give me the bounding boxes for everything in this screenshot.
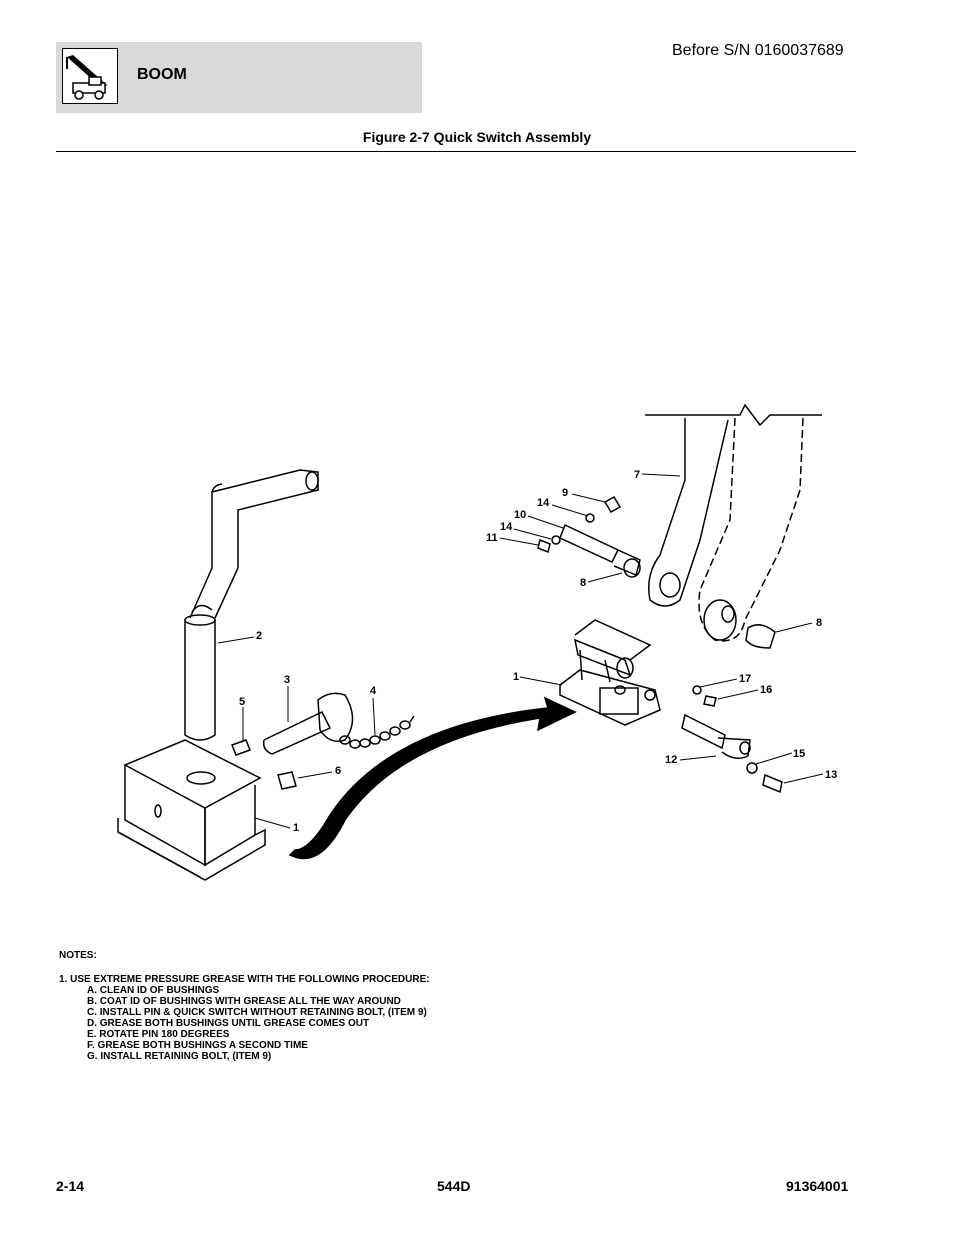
handle — [184, 469, 319, 741]
callout-9: 9 — [562, 487, 568, 499]
pin-and-chain — [231, 692, 415, 790]
note-step-b: B. COAT ID OF BUSHINGS WITH GREASE ALL T… — [87, 996, 401, 1007]
notes-block: NOTES: 1. USE EXTREME PRESSURE GREASE WI… — [59, 950, 430, 1062]
callout-12: 12 — [665, 754, 677, 766]
callout-8-right: 8 — [816, 617, 822, 629]
note-item-1: 1. USE EXTREME PRESSURE GREASE WITH THE … — [59, 974, 430, 985]
callout-2: 2 — [256, 630, 262, 642]
lower-hardware — [681, 685, 783, 794]
callout-1-left: 1 — [293, 822, 299, 834]
section-title: BOOM — [137, 66, 187, 83]
callout-3: 3 — [284, 674, 290, 686]
note-step-c: C. INSTALL PIN & QUICK SWITCH WITHOUT RE… — [87, 1007, 427, 1018]
callout-4: 4 — [370, 685, 377, 697]
callout-labels: 2 3 4 5 6 1 7 9 14 10 14 11 8 8 1 17 16 … — [239, 469, 837, 834]
serial-note: Before S/N 0160037689 — [672, 42, 844, 59]
note-step-e: E. ROTATE PIN 180 DEGREES — [87, 1029, 230, 1040]
callout-10: 10 — [514, 509, 526, 521]
boom-arms — [645, 403, 822, 642]
note-step-a: A. CLEAN ID OF BUSHINGS — [87, 985, 220, 996]
callout-5: 5 — [239, 696, 245, 708]
footer-model: 544D — [437, 1178, 471, 1194]
callout-6: 6 — [335, 765, 341, 777]
callout-1-right: 1 — [513, 671, 519, 683]
callout-13: 13 — [825, 769, 837, 781]
note-step-d: D. GREASE BOTH BUSHINGS UNTIL GREASE COM… — [87, 1018, 370, 1029]
header-rule — [56, 151, 856, 152]
notes-heading: NOTES: — [59, 950, 97, 961]
footer-doc-number: 91364001 — [786, 1178, 849, 1194]
callout-8-upper: 8 — [580, 577, 586, 589]
callout-7: 7 — [634, 469, 640, 481]
callout-17: 17 — [739, 673, 751, 685]
callout-11: 11 — [486, 532, 498, 544]
quick-switch-body — [559, 619, 661, 726]
footer-page-number: 2-14 — [56, 1178, 85, 1194]
callout-15: 15 — [793, 748, 805, 760]
callout-14-upper: 14 — [537, 497, 550, 509]
note-step-g: G. INSTALL RETAINING BOLT, (ITEM 9) — [87, 1051, 272, 1062]
callout-14-lower: 14 — [500, 521, 513, 533]
pin-hardware — [537, 495, 776, 649]
header-banner: BOOM — [56, 42, 422, 113]
callout-16: 16 — [760, 684, 772, 696]
assembly-arrow — [288, 696, 577, 860]
figure-title: Figure 2-7 Quick Switch Assembly — [362, 129, 592, 145]
note-step-f: F. GREASE BOTH BUSHINGS A SECOND TIME — [87, 1040, 308, 1051]
base-block — [117, 739, 266, 881]
leader-lines — [217, 473, 824, 829]
boom-machine-icon — [62, 48, 118, 104]
